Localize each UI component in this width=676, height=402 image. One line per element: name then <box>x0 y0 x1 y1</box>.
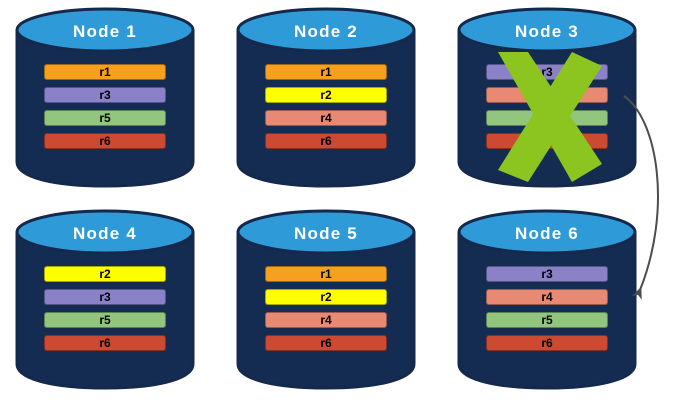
cylinder-top-ellipse <box>236 7 416 53</box>
record-bar[interactable]: r1 <box>265 64 387 80</box>
record-bar[interactable]: r6 <box>486 133 608 149</box>
record-bar[interactable]: r3 <box>44 289 166 305</box>
record-bar[interactable]: r4 <box>265 110 387 126</box>
record-bar[interactable]: r5 <box>44 110 166 126</box>
record-bar[interactable]: r5 <box>486 312 608 328</box>
record-bar[interactable]: r4 <box>486 87 608 103</box>
record-bar[interactable]: r3 <box>486 266 608 282</box>
record-bar[interactable]: r2 <box>44 266 166 282</box>
record-bar[interactable]: r6 <box>44 133 166 149</box>
record-bar[interactable]: r1 <box>265 266 387 282</box>
record-bar[interactable]: r6 <box>44 335 166 351</box>
record-bar[interactable]: r5 <box>486 110 608 126</box>
node-5-record-list: r1 r2 r4 r6 <box>265 266 387 358</box>
record-bar[interactable]: r6 <box>265 133 387 149</box>
record-bar[interactable]: r6 <box>265 335 387 351</box>
node-6-record-list: r3 r4 r5 r6 <box>486 266 608 358</box>
cylinder-top-ellipse <box>457 7 637 53</box>
record-bar[interactable]: r2 <box>265 289 387 305</box>
record-bar[interactable]: r1 <box>44 64 166 80</box>
record-bar[interactable]: r3 <box>44 87 166 103</box>
record-bar[interactable]: r4 <box>265 312 387 328</box>
node-1-record-list: r1 r3 r5 r6 <box>44 64 166 156</box>
cylinder-top-ellipse <box>15 209 195 255</box>
cylinder-top-ellipse <box>15 7 195 53</box>
record-bar[interactable]: r4 <box>486 289 608 305</box>
record-bar[interactable]: r5 <box>44 312 166 328</box>
node-3-record-list: r3 r4 r5 r6 <box>486 64 608 156</box>
record-bar[interactable]: r2 <box>265 87 387 103</box>
record-bar[interactable]: r3 <box>486 64 608 80</box>
node-2-record-list: r1 r2 r4 r6 <box>265 64 387 156</box>
record-bar[interactable]: r6 <box>486 335 608 351</box>
node-4-record-list: r2 r3 r5 r6 <box>44 266 166 358</box>
cylinder-top-ellipse <box>236 209 416 255</box>
cylinder-top-ellipse <box>457 209 637 255</box>
